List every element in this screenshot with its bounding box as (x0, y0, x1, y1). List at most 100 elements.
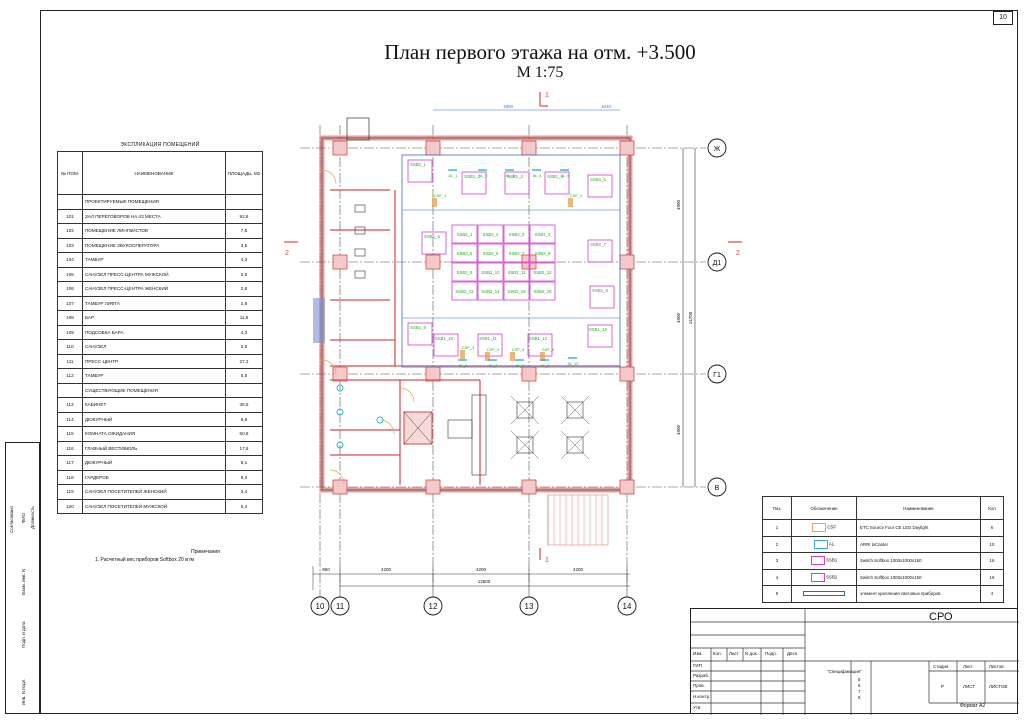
fixture-csf-label: CSF_1 (434, 193, 447, 198)
tb-col-ndok: N док. (745, 651, 758, 656)
tb-stack-item: 8 (858, 695, 861, 700)
plan-title: План первого этажа на отм. +3.500 (384, 40, 696, 64)
axis-bubble (310, 596, 330, 616)
fixture-symbol-icon (810, 556, 825, 566)
legend-pos: 5 (762, 585, 792, 603)
tb-gip: ГИП (693, 663, 702, 668)
softbox-ssb1-label: SSB1_2 (464, 174, 480, 179)
legend-qty: 10 (980, 535, 1004, 553)
section-cut-label: 1 (545, 92, 549, 99)
softbox-ssb2-label: SSB2_13 (455, 289, 474, 294)
col-room-area: ПЛОЩАДЬ, М2 (225, 151, 263, 195)
fixture-csf-label: CSF_2 (570, 193, 583, 198)
softbox-ssb2-label: SSB2_9 (457, 270, 473, 275)
softbox-ssb1-label: SSB1_4 (547, 174, 563, 179)
room-name: ПОМЕЩЕНИЕ ЛИНГВИСТОВ (82, 223, 226, 239)
tb-stack-item: 6 (858, 683, 861, 688)
softbox-ssb2-label: SSB2_10 (481, 270, 500, 275)
room-area: 7,5 (225, 223, 263, 239)
legend-symbol: CSF (791, 519, 857, 537)
axis-bubble (519, 596, 539, 616)
toilet-fixture (354, 204, 366, 213)
dimension-label: 14700 (688, 311, 693, 324)
legend-col-qty: Кол (980, 496, 1004, 520)
rigging-dimension-label: 1010 (601, 104, 612, 109)
softbox-ssb2 (529, 281, 556, 301)
softbox-ssb1-label: SSB1_12 (529, 336, 548, 341)
sink (336, 384, 344, 392)
legend-col-pos: Поз. (762, 496, 792, 520)
room-area: 92,8 (225, 208, 263, 224)
tb-object: "Спецификация" (827, 669, 862, 674)
legend-symbol: AL (791, 535, 857, 553)
bar-counter (471, 394, 487, 476)
fixture-symbol-icon (811, 523, 826, 533)
softbox-ssb1-label: SSB1_13 (589, 327, 608, 332)
fixture-al-label: AL_9 (541, 364, 550, 368)
softbox-ssb2 (503, 243, 530, 263)
column (332, 479, 348, 495)
legend-col-symbol: Обозначение (791, 496, 857, 520)
fixture-csf (510, 352, 515, 361)
door-swing (379, 419, 395, 435)
tb-stack-item: 5 (858, 677, 861, 682)
column (521, 479, 537, 495)
axis-bubble (707, 364, 727, 384)
softbox-ssb1 (587, 174, 613, 198)
fixture-al-label: AL_5 (561, 174, 570, 178)
room-schedule-table: № ПОМ. НАИМЕНОВАНИЕ ПЛОЩАДЬ, М2 ПРОЕКТИР… (57, 151, 263, 514)
legend-qty: 16 (980, 552, 1004, 570)
section-cut-label: 1 (545, 557, 549, 564)
door-swing (321, 359, 337, 375)
softbox-ssb1-label: SSB1_11 (479, 336, 497, 341)
fixture-symbol-icon (803, 591, 845, 597)
softbox-ssb1-label: SSB1_6 (424, 234, 440, 239)
legend-name: Switch Softbox 1000x1000x150 (856, 568, 981, 586)
softbox-ssb2-label: SSB2_4 (535, 232, 551, 237)
axis-label: 10 (316, 602, 325, 611)
fixture-csf (432, 198, 437, 207)
softbox-ssb2-label: SSB2_16 (533, 289, 552, 294)
legend-pos: 3 (762, 552, 792, 570)
toilet-fixture (354, 270, 366, 279)
tb-code: СРО (929, 611, 953, 623)
cafe-table (516, 436, 534, 454)
softbox-ssb1-label: SSB1_10 (435, 336, 454, 341)
cafe-table (566, 401, 584, 419)
softbox-ssb2 (477, 224, 504, 244)
softbox-ssb2 (451, 243, 478, 263)
tb-utv: Утв. (693, 705, 702, 710)
softbox-ssb1 (587, 239, 613, 263)
fixture-al-label: AL_6 (459, 364, 468, 368)
legend-code: SSB1 (826, 557, 838, 563)
sink (336, 408, 344, 416)
tb-listov: ЛИСТОВ (989, 684, 1008, 689)
softbox-ssb1 (461, 171, 487, 195)
fixture-al-label: AL_7 (489, 364, 498, 368)
tb-col-list: Лист (729, 651, 739, 656)
tb-prov: Пров. (693, 683, 705, 688)
column (521, 366, 537, 382)
column (619, 366, 635, 382)
room-name: ПОМЕЩЕНИЕ ЗВУКООПЕРАТОРА (82, 237, 226, 253)
legend-qty: 16 (980, 568, 1004, 586)
tb-nkontr: Н.контр. (693, 694, 711, 699)
softbox-ssb2 (503, 281, 530, 301)
tb-stadia: Р (941, 684, 945, 689)
axis-bubble (617, 596, 637, 616)
stair-hatch (313, 298, 325, 343)
cafe-chair (560, 395, 590, 425)
cafe-table (566, 436, 584, 454)
section-cut-label: 2 (736, 250, 740, 257)
